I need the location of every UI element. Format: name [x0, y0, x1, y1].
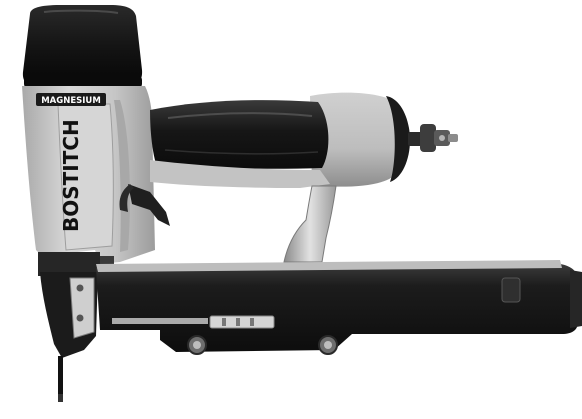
grip-lower-housing	[150, 160, 330, 188]
brand-label-group: BOSTITCH	[59, 119, 83, 232]
magazine-screw-front	[187, 335, 207, 355]
magnesium-badge: MAGNESIUM	[36, 93, 106, 106]
brand-label: BOSTITCH	[59, 119, 83, 232]
nose-assembly	[38, 252, 114, 402]
trigger	[119, 184, 170, 226]
series-label: MAGNESIUM	[41, 96, 101, 106]
grip-handle	[150, 100, 329, 169]
magazine-screw-rear	[318, 335, 338, 355]
magazine-support-brace	[283, 185, 337, 263]
rear-housing	[310, 92, 410, 187]
tool-head-body	[22, 86, 155, 264]
magazine	[96, 260, 582, 355]
pusher-slider	[209, 315, 275, 329]
top-cap	[22, 5, 143, 88]
air-fitting	[408, 124, 458, 152]
